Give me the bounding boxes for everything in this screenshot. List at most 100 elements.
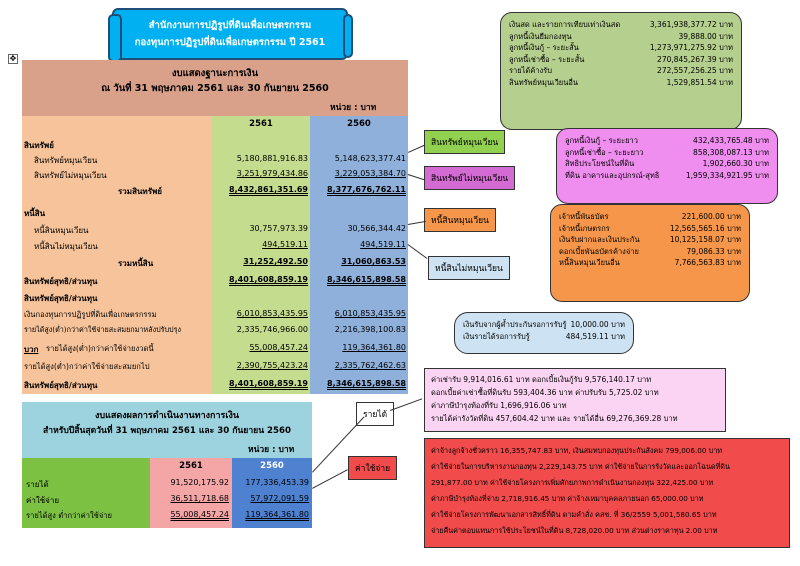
bs-row-net-assets-2560: 8,346,615,898.58 [327,275,406,284]
bs-row-current-period-2560: 119,364,361.80 [342,343,406,352]
balance-sheet-header [22,60,408,116]
note-expense-line: จ่ายคืนค่าตอบแทนการใช้ประโยชน์ในที่ดิน 8… [431,526,718,535]
bs-row-accum-carried-2560: 2,335,762,462.63 [334,361,406,370]
note-expense-line: ค่าใช้จ่ายในการบริหารงานกองทุน 2,229,143… [431,462,730,471]
tag-current-liabilities: หนี้สินหมุนเวียน [424,208,496,232]
bs-row-fund-2560: 6,010,853,435.95 [334,309,406,318]
is-row-surplus-2561: 55,008,457.24 [170,510,229,519]
bs-row-net-assets-total-label: สินทรัพย์สุทธิ/ส่วนทุน [24,381,98,390]
bs-row-noncurrent-liabilities-2561: 494,519.11 [262,240,308,249]
is-row-expense-2561: 36,511,718.68 [170,494,229,503]
bs-row-accum-adjusted-2560: 2,216,398,100.83 [334,325,406,334]
income-statement-subtitle: สำหรับปีสิ้นสุดวันที่ 31 พฤษภาคม 2561 แล… [43,426,291,436]
banner-title: สำนักงานการปฏิรูปที่ดินเพื่อเกษตรกรรม กอ… [108,8,353,62]
callout-row: ที่ดิน อาคารและอุปกรณ์-สุทธิ1,959,334,92… [565,170,769,180]
bs-row-current-liabilities-label: หนี้สินหมุนเวียน [34,226,89,235]
connector-expense [312,469,348,489]
bs-row-current-assets-2560: 5,148,623,377.41 [334,154,406,163]
bs-row-current-period-2561: 55,008,457.24 [249,343,308,352]
income-statement-header [22,402,312,458]
bs-row-current-assets-label: สินทรัพย์หมุนเวียน [34,156,98,165]
note-income-detail: ค่าเช่ารับ 9,914,016.61 บาท ดอกเบี้ยเงิน… [424,368,726,432]
table-move-handle-icon[interactable]: ✥ [8,54,18,64]
bs-row-total-assets-2561: 8,432,861,351.69 [229,185,308,194]
connector-current-assets [408,144,425,153]
bs-row-total-assets-label: รวมสินทรัพย์ [118,187,162,196]
connector-income-note [390,398,423,411]
bs-row-total-liabilities-label: รวมหนี้สิน [118,259,154,268]
is-row-income-label: รายได้ [26,480,49,489]
bs-row-noncurrent-liabilities-2560: 494,519.11 [360,240,406,249]
note-income-line: รายได้ค่ารังวัดที่ดิน 457,604.42 บาท และ… [431,414,678,423]
note-expense-line: ค่าภาษีบำรุงท้องที่จ่าย 2,718,916.45 บาท… [431,494,704,503]
income-statement-label-column [22,458,150,528]
income-statement-unit: หน่วย : บาท [248,445,295,455]
bs-row-current-liabilities-2560: 30,566,344.42 [347,224,406,233]
income-statement-col-2561: 2561 [179,461,203,471]
banner-line-1: สำนักงานการปฏิรูปที่ดินเพื่อเกษตรกรรม [148,20,312,31]
note-income-line: ค่าเช่ารับ 9,914,016.61 บาท ดอกเบี้ยเงิน… [431,375,652,384]
is-row-surplus-label: รายได้สูง ต่ำกว่าค่าใช้จ่าย [26,511,112,520]
balance-sheet-unit: หน่วย : บาท [330,103,377,113]
bs-row-fund-2561: 6,010,853,435.95 [236,309,308,318]
balance-sheet-title: งบแสดงฐานะการเงิน [171,68,259,79]
bs-row-accum-carried-label: รายได้สูง(ต่ำ)กว่าค่าใช้จ่ายสะสมยกไป [24,362,150,371]
income-statement-2560-column [232,458,312,528]
note-expense-line: ค่าใช้จ่ายโครงการพัฒนาเอกสารสิทธิ์ที่ดิน… [431,510,717,519]
balance-sheet-col-2560: 2560 [347,119,371,129]
connector-noncurrent-liabilities [407,244,428,259]
bs-row-total-assets-2560: 8,377,676,762.11 [327,185,406,194]
bs-row-net-assets-total-2561: 8,401,608,859.19 [229,379,308,388]
balance-sheet-col-2561: 2561 [249,119,273,129]
tag-current-assets: สินทรัพย์หมุนเวียน [424,130,506,154]
bs-row-noncurrent-assets-2560: 3,229,053,384.70 [334,169,406,178]
connector-noncurrent-assets [407,174,426,181]
income-statement-title: งบแสดงผลการดำเนินงานทางการเงิน [95,411,239,421]
bs-row-accum-adjusted-label: รายได้สูง(ต่ำ)กว่าค่าใช้จ่ายสะสมยกมาหลัง… [24,325,181,334]
bs-row-net-assets-2561: 8,401,608,859.19 [229,275,308,284]
callout-row: เงินรายได้รอการรับรู้484,519.11 บาท [463,331,625,341]
banner-line-2: กองทุนการปฏิรูปที่ดินเพื่อเกษตรกรรม ปี 2… [134,37,326,48]
scroll-end-decoration [343,14,353,58]
bs-row-liabilities-heading: หนี้สิน [24,209,46,218]
bs-row-noncurrent-liabilities-label: หนี้สินไม่หมุนเวียน [34,242,98,251]
bs-row-accum-carried-2561: 2,390,755,423.24 [236,361,308,370]
bs-row-current-assets-2561: 5,180,881,916.83 [236,154,308,163]
is-row-surplus-2560: 119,364,361.80 [245,510,309,519]
income-statement-col-2560: 2560 [260,461,284,471]
bs-row-noncurrent-assets-2561: 3,251,979,434.86 [236,169,308,178]
balance-sheet-subtitle: ณ วันที่ 31 พฤษภาคม 2561 และ 30 กันยายน … [101,83,329,94]
balance-sheet-label-column [22,116,212,394]
bs-row-current-liabilities-2561: 30,757,973.39 [249,224,308,233]
tag-expense: ค่าใช้จ่าย [348,456,398,480]
note-expense-line: 291,877.00 บาท ค่าใช้จ่ายโครงการเพิ่มศัก… [431,478,714,487]
callout-noncurrent-liabilities: เงินรับจากผู้ค้ำประกันรอการรับรู้10,000.… [454,312,634,354]
balance-sheet-2560-column [310,116,408,394]
bs-row-fund-label: เงินกองทุนการปฏิรูปที่ดินเพื่อเกษตรกรรม [24,310,157,319]
tag-noncurrent-liabilities: หนี้สินไม่หมุนเวียน [428,256,510,280]
note-income-line: ค่าภาษีบำรุงท้องที่รับ 1,696,916.06 บาท [431,401,567,410]
is-row-income-2561: 91,520,175.92 [170,478,229,487]
bs-row-equity-heading: สินทรัพย์สุทธิ/ส่วนทุน [24,294,98,303]
income-statement-2561-column [150,458,232,528]
bs-row-accum-adjusted-2561: 2,335,746,966.00 [236,325,308,334]
callout-row: เงินรับจากผู้ค้ำประกันรอการรับรู้10,000.… [463,320,625,329]
tag-noncurrent-assets: สินทรัพย์ไม่หมุนเวียน [424,166,516,190]
